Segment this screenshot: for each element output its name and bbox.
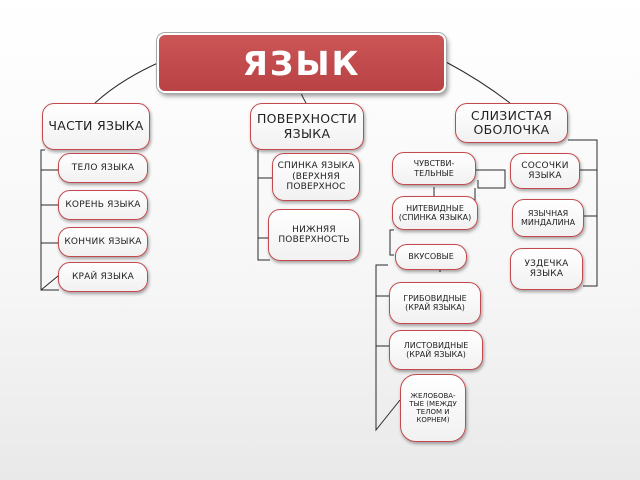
connector-surfaces	[257, 150, 272, 261]
node-tongue-surfaces: ПОВЕРХНОСТИ ЯЗЫКА	[250, 103, 364, 150]
node-parts-of-tongue: ЧАСТИ ЯЗЫКА	[42, 103, 150, 150]
node-papillae: СОСОЧКИ ЯЗЫКА	[510, 153, 580, 189]
connector-root-mucosa	[445, 61, 511, 104]
connector-root-parts	[94, 61, 161, 104]
node-fungiform-papillae: ГРИБОВИДНЫЕ (КРАЙ ЯЗЫКА)	[389, 282, 481, 324]
node-lingual-tonsil: ЯЗЫЧНАЯ МИНДАЛИНА	[512, 199, 584, 237]
node-tongue-root: КОРЕНЬ ЯЗЫКА	[58, 190, 148, 220]
node-tongue-tip: КОНЧИК ЯЗЫКА	[58, 227, 148, 257]
node-vallate-papillae: ЖЕЛОБОВА-ТЫЕ (МЕЖДУ ТЕЛОМ И КОРНЕМ)	[400, 374, 466, 442]
node-dorsum: СПИНКА ЯЗЫКА (ВЕРХНЯЯ ПОВЕРХНОС	[272, 153, 360, 201]
root-node: ЯЗЫК	[157, 33, 446, 93]
connector-root-surfaces	[300, 92, 307, 104]
node-foliate-papillae: ЛИСТОВИДНЫЕ (КРАЙ ЯЗЫКА)	[389, 330, 483, 370]
node-tongue-body: ТЕЛО ЯЗЫКА	[58, 153, 148, 183]
connector-taste-types	[375, 264, 401, 432]
node-filiform-papillae: НИТЕВИДНЫЕ (СПИНКА ЯЗЫКА)	[392, 196, 478, 230]
connector-parts	[40, 149, 59, 291]
node-tongue-edge: КРАЙ ЯЗЫКА	[58, 262, 148, 292]
node-frenulum: УЗДЕЧКА ЯЗЫКА	[510, 248, 583, 290]
node-ventral-surface: НИЖНЯЯ ПОВЕРХНОСТЬ	[268, 209, 360, 261]
node-sensory-papillae: ЧУВСТВИ-ТЕЛЬНЫЕ	[392, 152, 476, 185]
connector-papillae	[474, 169, 506, 208]
node-taste-papillae: ВКУСОВЫЕ	[395, 244, 467, 270]
connector-mucosa	[568, 139, 598, 287]
node-mucosa: СЛИЗИСТАЯ ОБОЛОЧКА	[455, 103, 568, 143]
